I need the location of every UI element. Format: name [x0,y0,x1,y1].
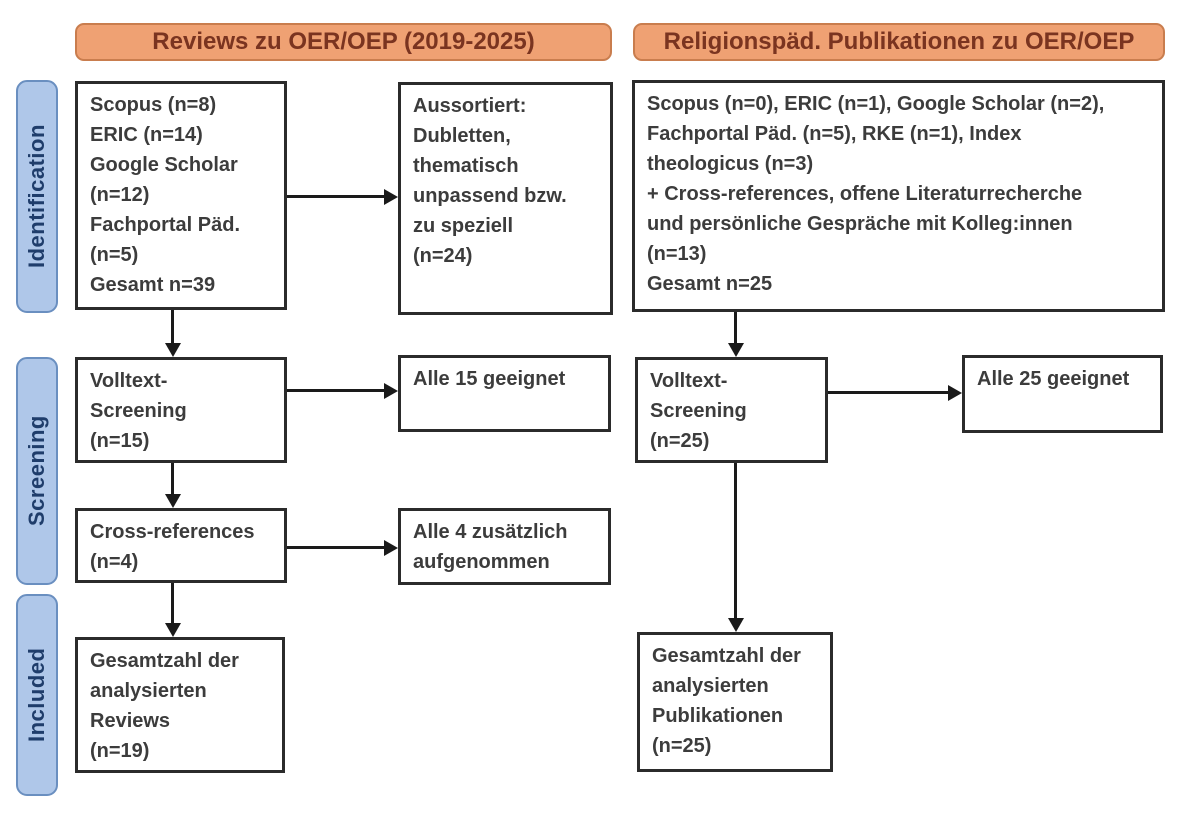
stage-tab-included: Included [16,594,58,796]
box-relpaed-fulltext-result: Alle 25 geeignet [962,355,1163,433]
arrow-down-reviews-fulltext-to-crossref [164,463,181,508]
arrow-line [287,389,384,392]
arrow-down-reviews-crossref-to-included [164,583,181,637]
arrowhead-right-icon [384,188,398,205]
arrow-line [734,463,737,618]
arrow-right-relpaed-fulltext-to-result [828,384,962,401]
box-reviews-sources: Scopus (n=8) ERIC (n=14) Google Scholar … [75,81,287,310]
arrowhead-right-icon [948,384,962,401]
arrow-down-relpaed-fulltext-to-included [727,463,744,632]
stage-tab-identification: Identification [16,80,58,313]
box-reviews-crossref-result: Alle 4 zusätzlich aufgenommen [398,508,611,585]
box-relpaed-fulltext-screening: Volltext- Screening (n=25) [635,357,828,463]
arrow-line [171,310,174,343]
box-reviews-included: Gesamtzahl der analysierten Reviews (n=1… [75,637,285,773]
box-reviews-crossref: Cross-references (n=4) [75,508,287,583]
arrow-right-reviews-sources-to-excluded [287,188,398,205]
column-header-religionspaed: Religionspäd. Publikationen zu OER/OEP [633,23,1165,61]
arrowhead-down-icon [164,343,181,357]
box-relpaed-included: Gesamtzahl der analysierten Publikatione… [637,632,833,772]
arrowhead-down-icon [164,623,181,637]
box-relpaed-sources: Scopus (n=0), ERIC (n=1), Google Scholar… [632,80,1165,312]
arrow-down-relpaed-sources-to-fulltext [727,312,744,357]
stage-tab-screening: Screening [16,357,58,585]
box-reviews-fulltext-result: Alle 15 geeignet [398,355,611,432]
arrow-line [171,463,174,494]
arrow-line [734,312,737,343]
arrow-line [828,391,948,394]
arrowhead-down-icon [164,494,181,508]
arrowhead-right-icon [384,539,398,556]
arrowhead-down-icon [727,618,744,632]
arrowhead-down-icon [727,343,744,357]
arrow-right-reviews-crossref-to-result [287,539,398,556]
arrow-line [171,583,174,623]
box-reviews-fulltext-screening: Volltext- Screening (n=15) [75,357,287,463]
box-reviews-excluded: Aussortiert: Dubletten, thematisch unpas… [398,82,613,315]
arrow-down-reviews-sources-to-fulltext [164,310,181,357]
arrowhead-right-icon [384,382,398,399]
arrow-line [287,195,384,198]
arrow-line [287,546,384,549]
column-header-reviews: Reviews zu OER/OEP (2019-2025) [75,23,612,61]
arrow-right-reviews-fulltext-to-result [287,382,398,399]
